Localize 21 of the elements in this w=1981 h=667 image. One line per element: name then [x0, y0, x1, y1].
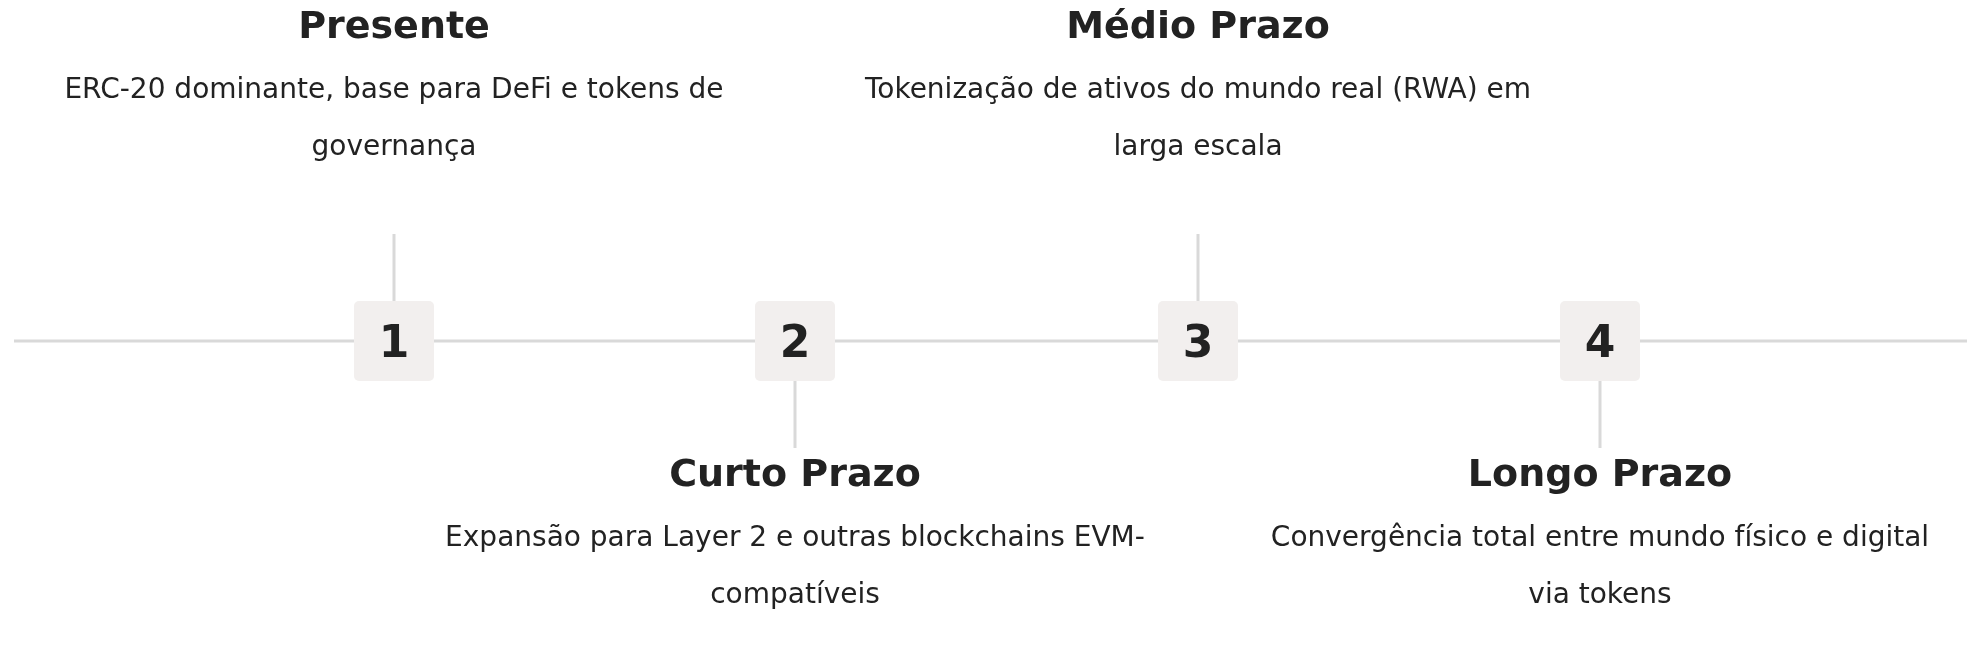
- phase-heading: Médio Prazo: [1066, 2, 1330, 49]
- step-number-box: 2: [755, 301, 835, 381]
- phase-description: Tokenização de ativos do mundo real (RWA) em larga escala: [863, 71, 1533, 164]
- phase-heading: Curto Prazo: [669, 450, 921, 497]
- timeline-line: [14, 339, 354, 343]
- timeline-line: [1238, 339, 1560, 343]
- phase-heading: Longo Prazo: [1467, 450, 1733, 497]
- phase-description: Convergência total entre mundo físico e digital via tokens: [1269, 519, 1931, 612]
- phase-heading: Presente: [298, 2, 490, 49]
- step-number-box: 3: [1158, 301, 1238, 381]
- phase-description: Expansão para Layer 2 e outras blockchains EVM-compatíveis: [445, 519, 1145, 612]
- connector-line: [1196, 234, 1200, 301]
- connector-line: [1598, 381, 1602, 448]
- timeline-line: [434, 339, 755, 343]
- step-number-box: 4: [1560, 301, 1640, 381]
- connector-line: [392, 234, 396, 301]
- timeline-line: [835, 339, 1158, 343]
- connector-line: [793, 381, 797, 448]
- step-number-box: 1: [354, 301, 434, 381]
- phase-description: ERC-20 dominante, base para DeFi e tokens de governança: [63, 71, 725, 164]
- timeline-line: [1640, 339, 1967, 343]
